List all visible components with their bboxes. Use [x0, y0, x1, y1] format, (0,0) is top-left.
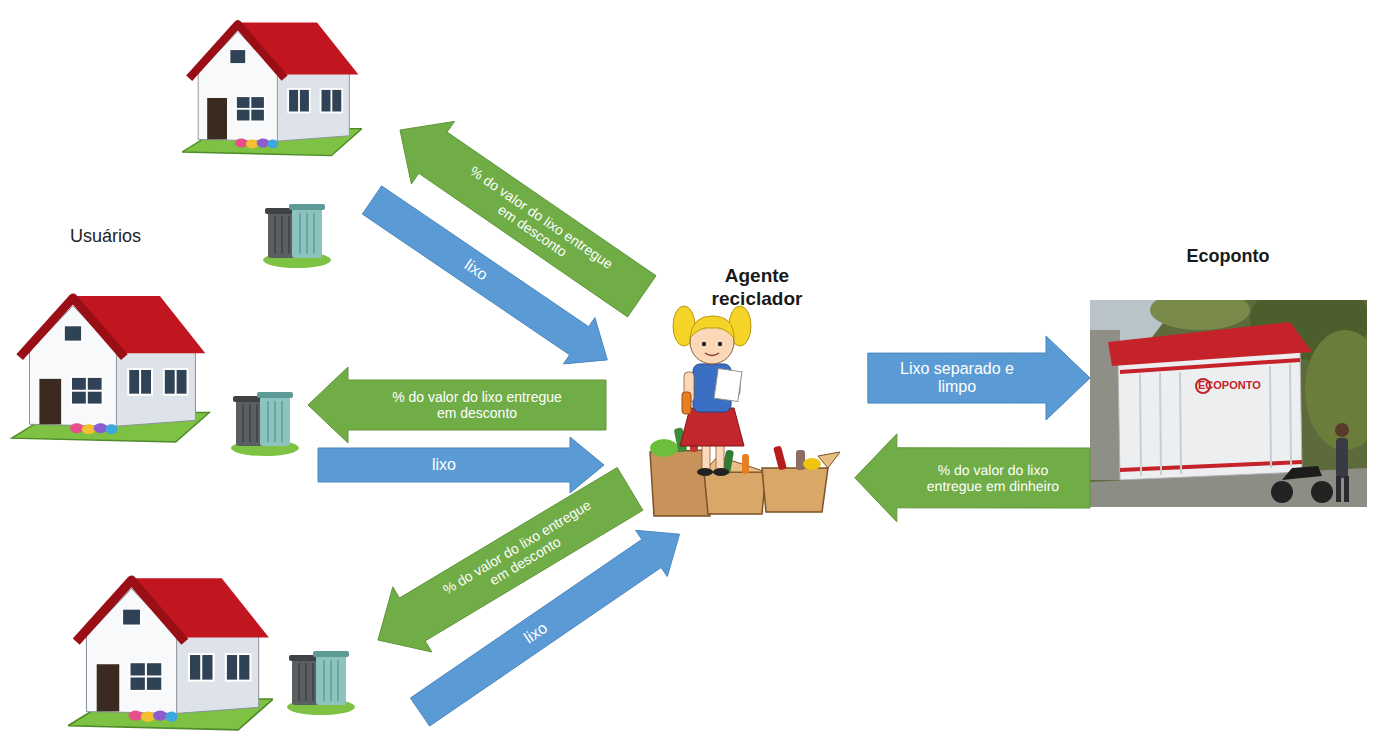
block-arrow [855, 434, 1090, 522]
arrow-label: lixo [481, 591, 590, 674]
block-arrow [400, 121, 656, 317]
recycler-girl [650, 306, 840, 516]
circle-shape [603, 246, 911, 554]
block-arrow [868, 336, 1090, 420]
block-arrow [378, 468, 643, 653]
group-label: Usuários [70, 226, 180, 248]
arrow-label: lixo [384, 456, 504, 474]
users-group: Usuários [0, 0, 400, 745]
agent-circle: Agente reciclador [602, 245, 912, 555]
arrow-label: lixo [421, 229, 531, 312]
user-houses [12, 22, 362, 729]
arrow-label: Lixo separado e limpo [892, 360, 1022, 397]
node-title: Ecoponto [1128, 246, 1328, 268]
arrow-label: % do valor do lixo entregue em desconto [392, 389, 562, 421]
block-arrow [308, 367, 606, 443]
arrow-label: % do valor do lixo entregue em dinheiro [918, 462, 1068, 494]
sign-text: ECOPONTO [1198, 379, 1288, 392]
node-title: Agente reciclador [687, 265, 827, 311]
ecoponto-photo [1090, 300, 1367, 507]
arrow-label: % do valor do lixo entregue em desconto [440, 497, 602, 612]
ecoponto-node: Ecoponto [1088, 240, 1368, 510]
block-arrow [318, 437, 604, 493]
